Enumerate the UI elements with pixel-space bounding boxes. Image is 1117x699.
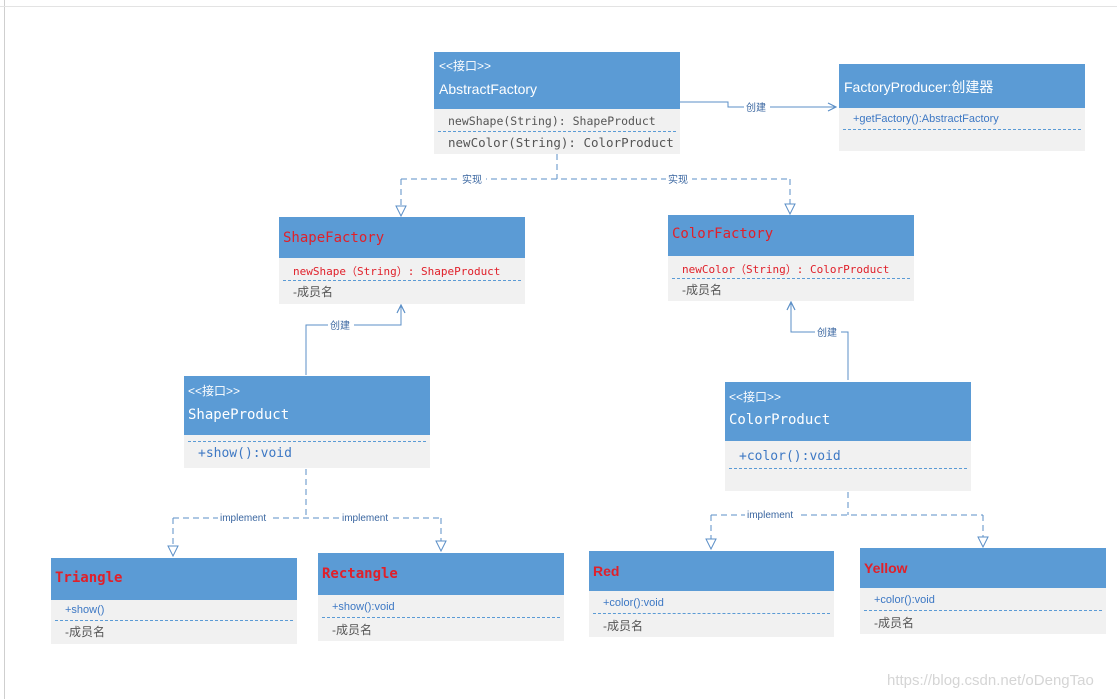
edge-label-create-producer: 创建 (746, 101, 766, 114)
red-method: +color():void (603, 597, 664, 609)
rectangle-method: +show():void (332, 601, 395, 613)
shape-factory-name: ShapeFactory (283, 230, 385, 246)
factory-producer-node[interactable]: FactoryProducer:创建器 +getFactory():Abstra… (839, 64, 1085, 151)
abstract-factory-stereotype: <<接口>> (439, 59, 492, 73)
edge-create-shape: 创建 (305, 305, 401, 375)
shape-factory-member: -成员名 (293, 285, 333, 299)
rectangle-divider (322, 617, 560, 618)
factory-producer-method: +getFactory():AbstractFactory (853, 113, 999, 125)
edge-create-producer: 创建 (680, 100, 836, 114)
canvas-left-border (4, 0, 5, 699)
rectangle-member: -成员名 (332, 623, 372, 637)
edge-label-realize-right: 实现 (668, 173, 688, 186)
triangle-node[interactable]: Triangle +show() -成员名 (51, 558, 297, 644)
triangle-member: -成员名 (65, 625, 105, 639)
yellow-node[interactable]: Yellow +color():void -成员名 (860, 548, 1106, 634)
shape-factory-node[interactable]: ShapeFactory newShape（String）: ShapeProd… (279, 217, 525, 304)
canvas-top-border (0, 6, 1117, 7)
edge-label-create-color: 创建 (817, 326, 837, 339)
rectangle-node[interactable]: Rectangle +show():void -成员名 (318, 553, 564, 641)
abstract-factory-divider (438, 131, 676, 132)
abstract-factory-method-new-shape: newShape(String): ShapeProduct (448, 114, 656, 128)
yellow-method: +color():void (874, 594, 935, 606)
watermark-text: https://blog.csdn.net/oDengTao (887, 672, 1094, 689)
edge-label-implement-rectangle: implement (342, 513, 388, 524)
color-factory-member: -成员名 (682, 283, 722, 297)
shape-product-name: ShapeProduct (188, 407, 290, 423)
edge-label-realize-left: 实现 (462, 173, 482, 186)
factory-producer-name: FactoryProducer:创建器 (844, 79, 994, 95)
abstract-factory-method-new-color: newColor(String): ColorProduct (448, 135, 674, 150)
edge-implement-shape: implement implement (173, 469, 441, 556)
shape-product-node[interactable]: <<接口>> ShapeProduct +show():void (184, 376, 430, 468)
shape-product-divider (188, 441, 426, 442)
red-divider (593, 613, 830, 614)
triangle-method: +show() (65, 604, 105, 616)
shape-factory-method: newShape（String）: ShapeProduct (293, 265, 501, 278)
shape-factory-divider (283, 280, 521, 281)
edge-label-implement-triangle: implement (220, 513, 266, 524)
rectangle-name: Rectangle (322, 566, 398, 582)
color-product-divider (729, 468, 967, 469)
color-product-node[interactable]: <<接口>> ColorProduct +color():void (725, 382, 971, 491)
red-node[interactable]: Red +color():void -成员名 (589, 551, 834, 637)
color-product-stereotype: <<接口>> (729, 390, 782, 404)
color-factory-divider (672, 278, 910, 279)
factory-producer-divider (843, 129, 1081, 130)
yellow-member: -成员名 (874, 616, 914, 630)
edge-realize: 实现 实现 (401, 154, 790, 216)
red-member: -成员名 (603, 619, 643, 633)
shape-product-stereotype: <<接口>> (188, 384, 241, 398)
edge-implement-color: implement (711, 492, 983, 549)
red-name: Red (593, 563, 620, 579)
edge-label-implement-color: implement (747, 510, 793, 521)
color-factory-name: ColorFactory (672, 226, 774, 242)
color-product-name: ColorProduct (729, 412, 831, 428)
edge-label-create-shape: 创建 (330, 319, 350, 332)
shape-product-method: +show():void (198, 446, 292, 461)
color-factory-node[interactable]: ColorFactory newColor（String）: ColorProd… (668, 215, 914, 301)
color-product-method: +color():void (739, 449, 841, 464)
edge-create-color: 创建 (791, 302, 849, 380)
yellow-name: Yellow (864, 560, 908, 576)
abstract-factory-node[interactable]: <<接口>> AbstractFactory newShape(String):… (434, 52, 680, 154)
triangle-divider (55, 620, 293, 621)
color-factory-method: newColor（String）: ColorProduct (682, 263, 890, 276)
triangle-name: Triangle (55, 570, 123, 586)
abstract-factory-name: AbstractFactory (439, 81, 538, 97)
yellow-divider (864, 610, 1102, 611)
